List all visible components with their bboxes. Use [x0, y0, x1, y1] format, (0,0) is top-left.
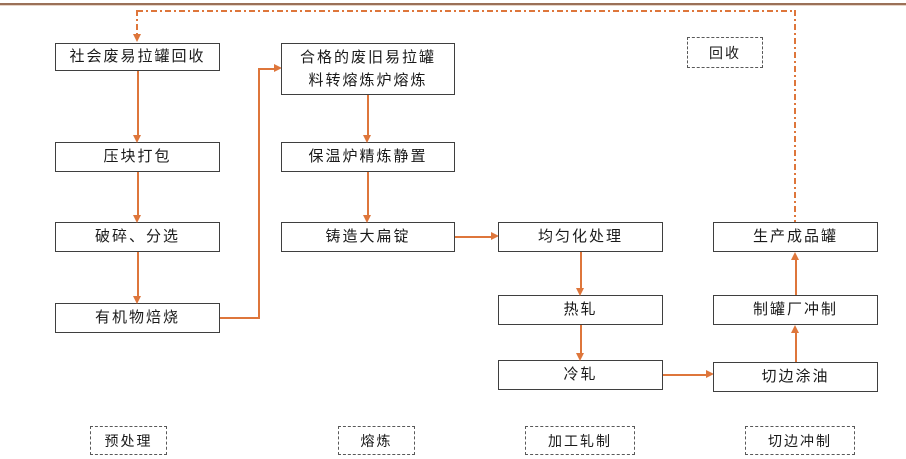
flow-box-trim-oiling: 切边涂油 — [713, 362, 878, 392]
stage-label-trimming: 切边冲制 — [745, 426, 855, 455]
flow-box-holding-furnace-refining: 保温炉精炼静置 — [281, 142, 455, 172]
recycle-arrow-down-icon — [133, 34, 141, 42]
arrow-down-icon — [133, 296, 141, 304]
connector-col2-2 — [367, 172, 369, 215]
connector-col1-1 — [137, 71, 139, 135]
connector-col4-1 — [795, 332, 797, 362]
arrow-down-icon — [576, 288, 584, 296]
flow-box-homogenization: 均匀化处理 — [498, 222, 663, 252]
connector-ingot-homogenization — [455, 236, 491, 238]
connector-elbow-bottom — [220, 317, 260, 319]
connector-col1-2 — [137, 172, 139, 215]
recycle-label: 回收 — [687, 37, 763, 68]
arrow-up-icon — [791, 252, 799, 260]
stage-label-rolling: 加工轧制 — [525, 426, 635, 455]
flow-box-social-can-recycling: 社会废易拉罐回收 — [55, 43, 220, 71]
flow-box-qualified-scrap-melting-line2: 料转熔炼炉熔炼 — [308, 71, 428, 89]
arrow-right-icon — [274, 64, 282, 72]
flow-box-compress-pack: 压块打包 — [55, 142, 220, 172]
arrow-down-icon — [363, 215, 371, 223]
arrow-down-icon — [576, 353, 584, 361]
arrow-right-icon — [491, 232, 499, 240]
top-rule-shadow — [0, 5, 906, 6]
flow-box-can-plant-stamping: 制罐厂冲制 — [713, 295, 878, 325]
flow-box-qualified-scrap-melting: 合格的废旧易拉罐 料转熔炼炉熔炼 — [281, 43, 455, 95]
flow-box-cold-rolling: 冷轧 — [498, 360, 663, 390]
flow-box-organic-roasting: 有机物焙烧 — [55, 303, 220, 333]
stage-label-melting: 熔炼 — [338, 426, 415, 455]
connector-col3-2 — [580, 325, 582, 353]
connector-col2-1 — [367, 95, 369, 135]
flow-box-qualified-scrap-melting-line1: 合格的废旧易拉罐 — [299, 47, 436, 66]
arrow-right-icon — [706, 370, 714, 378]
flow-box-hot-rolling: 热轧 — [498, 295, 663, 325]
connector-elbow-top — [258, 68, 274, 70]
connector-col3-1 — [580, 252, 582, 288]
connector-col4-2 — [795, 259, 797, 295]
flow-box-cast-flat-ingot: 铸造大扁锭 — [281, 222, 455, 252]
recycle-line-right-vertical — [794, 10, 796, 222]
connector-elbow-vertical — [258, 68, 260, 319]
arrow-down-icon — [133, 135, 141, 143]
stage-label-pretreatment: 预处理 — [90, 426, 167, 455]
top-rule — [0, 3, 906, 5]
flow-box-crush-sort: 破碎、分选 — [55, 222, 220, 252]
arrow-down-icon — [363, 135, 371, 143]
arrow-up-icon — [791, 325, 799, 333]
arrow-down-icon — [133, 215, 141, 223]
connector-coldroll-trim — [663, 374, 706, 376]
connector-col1-3 — [137, 252, 139, 296]
flow-box-finished-can-production: 生产成品罐 — [713, 222, 878, 252]
recycle-line-top-horizontal — [137, 10, 795, 12]
recycle-line-left-vertical — [136, 10, 138, 36]
